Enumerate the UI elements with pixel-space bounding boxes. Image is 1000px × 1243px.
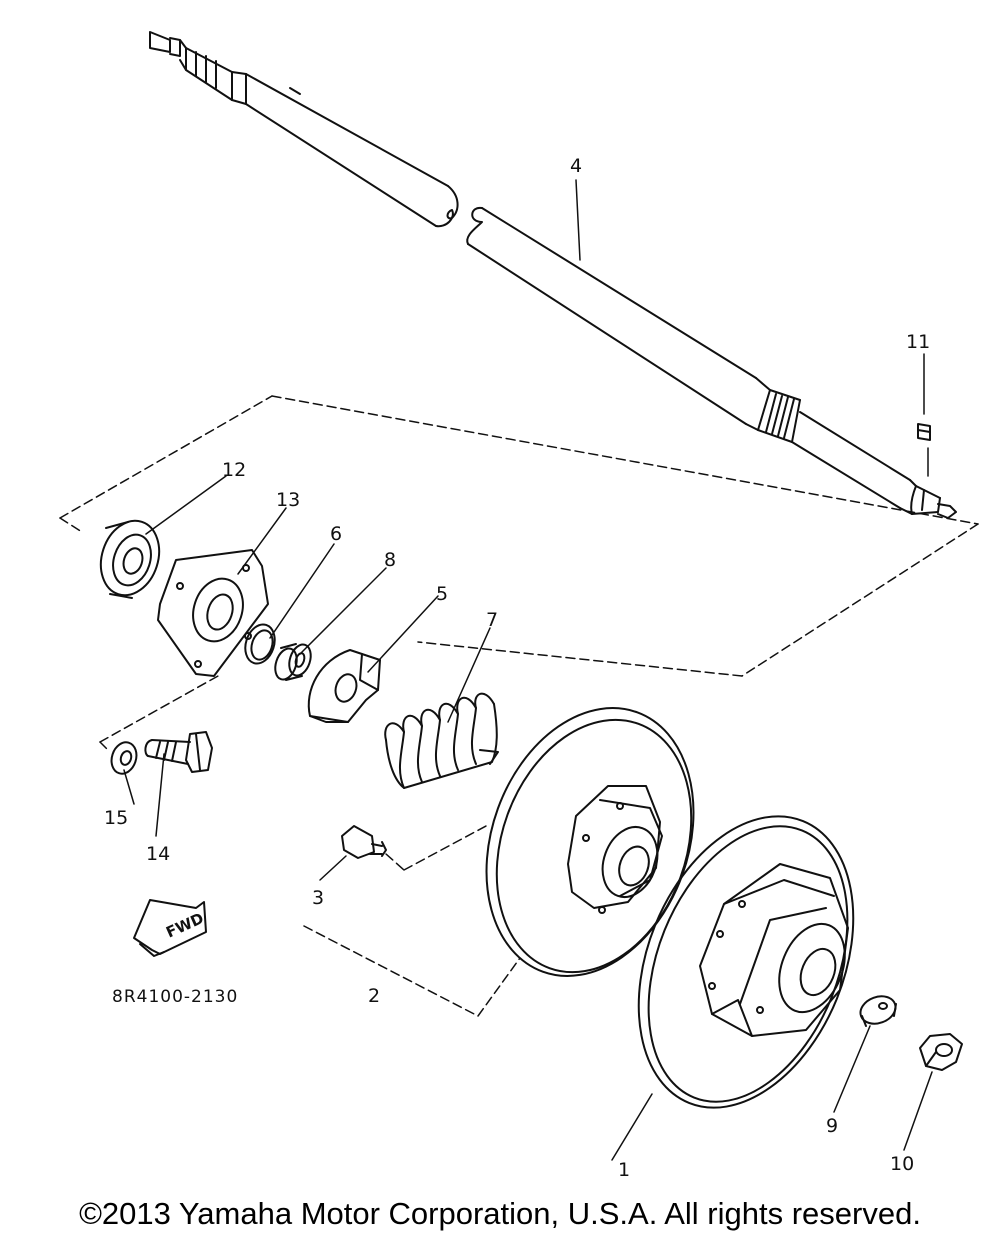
callout-4: 4 (570, 155, 582, 177)
callout-10: 10 (890, 1153, 914, 1175)
callout-7: 7 (486, 609, 498, 631)
group-outline (59, 395, 979, 1017)
callout-5: 5 (436, 583, 448, 605)
movable-sheave-part-1 (637, 815, 855, 1109)
spring-part-7 (384, 692, 499, 789)
callout-15: 15 (104, 807, 128, 829)
washer-part-15 (110, 741, 138, 775)
callout-12: 12 (222, 459, 246, 481)
bracket-part-13 (157, 549, 269, 677)
callout-9: 9 (826, 1115, 838, 1137)
fixed-sheave-part-2 (485, 707, 695, 977)
pin-part-3 (341, 825, 387, 859)
callout-14: 14 (146, 843, 170, 865)
shaft-lower (466, 206, 957, 519)
copyright-notice: ©2013 Yamaha Motor Corporation, U.S.A. A… (79, 1196, 921, 1231)
spring-seat-part-5 (307, 649, 381, 723)
key-part-11 (917, 353, 931, 477)
ring-part-6 (244, 623, 276, 665)
collar-part-8 (274, 643, 312, 681)
forward-arrow-icon (133, 899, 207, 957)
callout-3: 3 (312, 887, 324, 909)
fwd-label: FWD (163, 909, 206, 941)
callout-2: 2 (368, 985, 380, 1007)
bearing-part-12 (99, 519, 161, 599)
shaft-upper (149, 31, 459, 228)
callout-6: 6 (330, 523, 342, 545)
bolt-part-14 (144, 731, 213, 773)
washer-part-9 (859, 995, 897, 1027)
callout-13: 13 (276, 489, 300, 511)
nut-part-10 (919, 1033, 963, 1071)
exploded-parts-diagram: 4 11 12 13 6 8 5 7 15 14 3 2 1 9 10 FWD … (59, 31, 979, 1181)
leader-lines (123, 179, 933, 1161)
diagram-code: 8R4100-2130 (112, 987, 238, 1007)
callout-1: 1 (618, 1159, 630, 1181)
callout-11: 11 (906, 331, 930, 353)
callout-8: 8 (384, 549, 396, 571)
